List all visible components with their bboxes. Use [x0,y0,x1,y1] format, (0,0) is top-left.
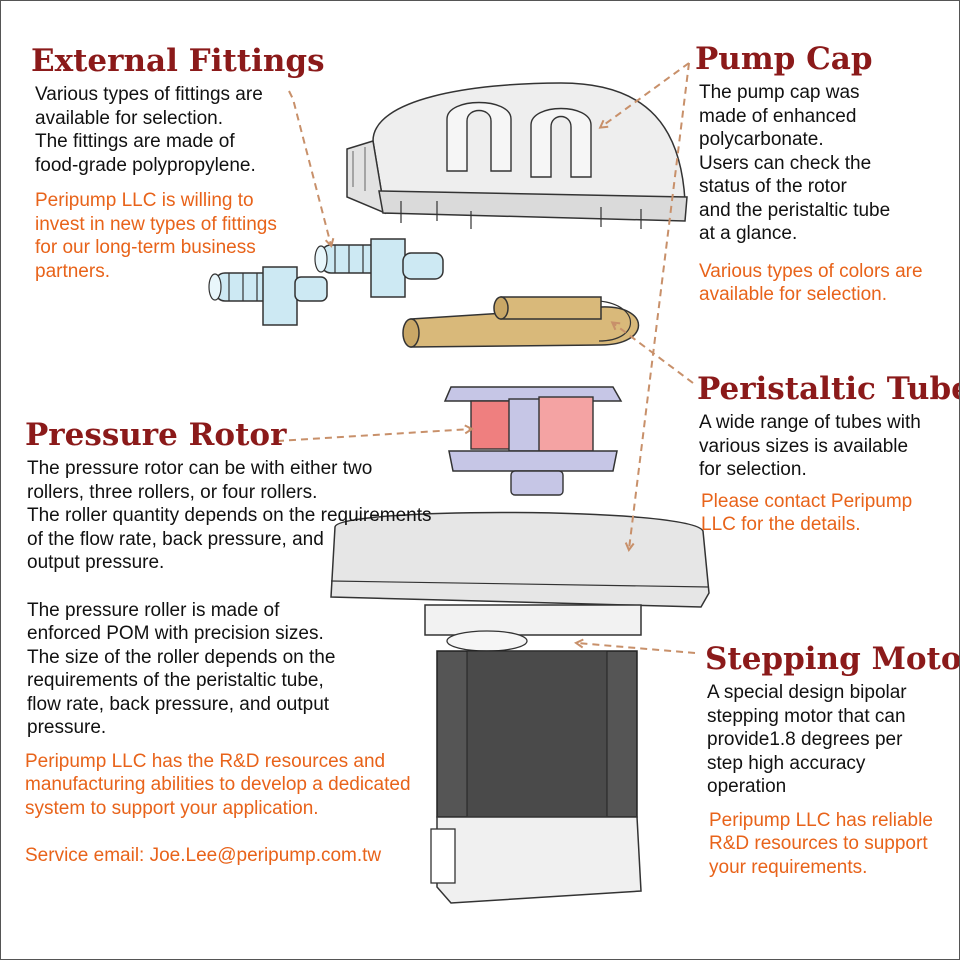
fittings-body: Various types of fittings are available … [35,84,263,176]
peristaltic-tube-part [402,296,640,348]
stepping-motor-body: A special design bipolar stepping motor … [707,682,907,797]
pressure-rotor-section: Pressure Rotor The pressure rotor can be… [25,417,432,868]
fittings-heading: External Fittings [31,43,325,79]
fitting-right [314,238,444,298]
stepping-motor-heading: Stepping Motor [705,641,960,677]
fitting-left [208,266,328,326]
service-email: Service email: Joe.Lee@peripump.com.tw [25,845,382,866]
pressure-rotor-note: Peripump LLC has the R&D resources and m… [25,750,411,819]
peristaltic-tube-section: Peristaltic Tube A wide range of tubes w… [697,371,960,537]
stepping-motor-note: Peripump LLC has reliable R&D resources … [709,809,933,878]
peristaltic-tube-body: A wide range of tubes with various sizes… [699,412,921,480]
fittings-section: External Fittings Various types of fitti… [31,43,325,283]
stepping-motor-section: Stepping Motor A special design bipolar … [705,641,960,879]
pressure-rotor-part [443,386,623,496]
pump-cap-part [346,82,688,229]
stepping-motor-part [330,511,710,904]
peristaltic-tube-heading: Peristaltic Tube [697,371,960,407]
pump-cap-section: Pump Cap The pump cap was made of enhanc… [695,41,923,307]
pressure-roller-body: The pressure roller is made of enforced … [27,599,336,739]
fittings-note: Peripump LLC is willing to invest in new… [35,190,277,282]
leader-lines [276,62,696,654]
peristaltic-tube-note: Please contact Peripump LLC for the deta… [701,490,913,536]
pump-cap-heading: Pump Cap [695,41,873,77]
pressure-rotor-heading: Pressure Rotor [25,417,287,453]
pressure-rotor-body: The pressure rotor can be with either tw… [27,458,432,573]
pump-cap-body: The pump cap was made of enhanced polyca… [699,82,891,244]
pump-cap-note: Various types of colors are available fo… [699,260,923,306]
